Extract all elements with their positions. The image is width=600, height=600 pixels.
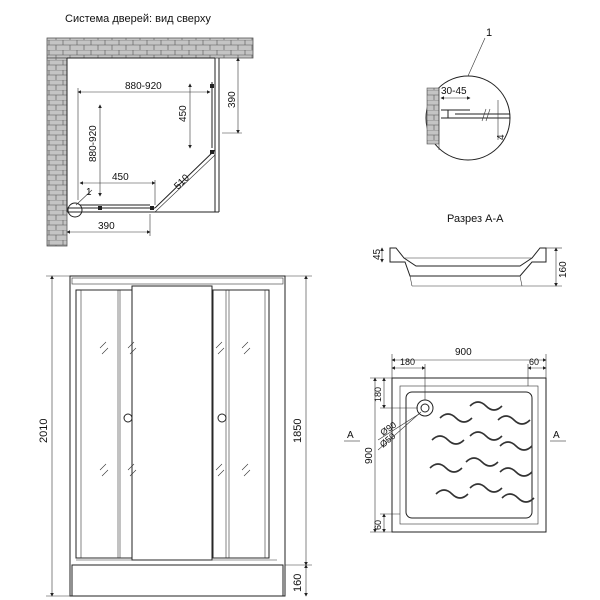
detail-4-label: 4 <box>496 134 507 140</box>
tray-180-left-label: 180 <box>373 387 383 402</box>
detail-view <box>425 37 511 161</box>
detail-callout: 1 <box>486 27 492 39</box>
section-title: Разрез А-А <box>447 213 504 225</box>
front-height-total-label: 2010 <box>38 419 50 443</box>
dim-depth-label: 880-920 <box>88 125 99 162</box>
dim-390-bottom-label: 390 <box>98 221 115 232</box>
tray-180-top-label: 180 <box>400 357 415 367</box>
section-mark-left: А <box>347 430 354 441</box>
dim-450-vertical-label: 450 <box>178 105 189 122</box>
section-160-label: 160 <box>558 261 569 278</box>
top-view-outline <box>66 57 220 218</box>
top-view-title: Система дверей: вид сверху <box>65 13 211 25</box>
tray-dimension-lines <box>344 354 566 533</box>
tray-60-top-label: 60 <box>529 357 539 367</box>
tray-900-left-label: 900 <box>364 447 375 464</box>
top-view-callout: 1 <box>86 187 92 198</box>
tray-plan <box>391 377 547 533</box>
top-view-dimension-lines <box>66 57 242 236</box>
dim-390-vertical-label: 390 <box>227 91 238 108</box>
section-45-label: 45 <box>372 248 383 260</box>
front-view-dimension-lines <box>46 275 312 597</box>
dim-450-horizontal-label: 450 <box>112 172 129 183</box>
detail-gap-label: 30-45 <box>441 86 467 97</box>
section-view <box>380 247 562 287</box>
front-height-door-label: 1850 <box>292 419 304 443</box>
tray-900-top-label: 900 <box>455 347 472 358</box>
tray-60-left-label: 60 <box>373 520 383 530</box>
section-mark-right: А <box>553 430 560 441</box>
front-view <box>69 275 286 597</box>
dim-width-label: 880-920 <box>125 81 162 92</box>
front-height-tray-label: 160 <box>292 574 304 592</box>
